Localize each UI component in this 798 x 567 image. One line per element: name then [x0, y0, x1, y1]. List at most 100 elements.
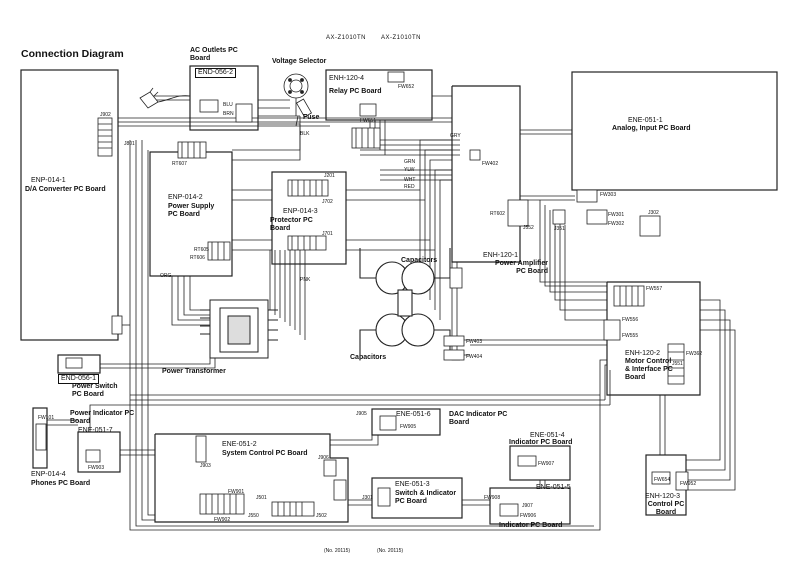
connector-FW404 — [443, 349, 465, 361]
protector-label: Protector PC Board — [270, 217, 313, 232]
connector-FW952 — [675, 471, 689, 491]
connector-label-fw302: FW302 — [608, 221, 625, 227]
ac-plug-symbol — [139, 87, 191, 109]
connector-label-j351: J351 — [554, 226, 565, 232]
power-amplifier-code: ENH-120-1 — [483, 252, 519, 259]
capacitors-bottom-label: Capacitors — [350, 354, 387, 361]
fuse-symbol — [295, 98, 313, 127]
connector-label-fw905: FW905 — [400, 424, 417, 430]
diagram-title: Connection Diagram — [21, 48, 124, 60]
da-converter-label: D/A Converter PC Board — [25, 186, 106, 193]
da-converter-code: ENP-014-1 — [31, 177, 66, 184]
indicator-bottom-board-outline — [489, 487, 571, 525]
dac-indicator-code: ENE-051-6 — [396, 411, 431, 418]
analog-input-code: ENE-051-1 — [628, 117, 663, 124]
connector-J502 — [271, 501, 315, 517]
connector-label-j551: J551 — [672, 361, 683, 367]
connector-FW905 — [379, 415, 397, 431]
fuse-label: Fuse — [303, 114, 320, 121]
connector-J902 — [97, 117, 113, 157]
connector-label-j905: J905 — [356, 411, 367, 417]
capacitors-top-label: Capacitors — [401, 257, 438, 264]
wire-color-label-wht: WHT — [404, 177, 416, 183]
ac-outlets-code: END-056-2 — [195, 68, 237, 78]
protector-board-outline — [271, 171, 347, 265]
connector-label-fw952: FW952 — [680, 481, 697, 487]
analog-input-board-outline — [571, 71, 778, 191]
connector-label-rt607: RT607 — [172, 161, 187, 167]
connector-label-j302: J302 — [648, 210, 659, 216]
voltage-selector-label: Voltage Selector — [272, 58, 327, 65]
connector-label-j550: J550 — [248, 513, 259, 519]
phones-code: ENP-014-4 — [31, 471, 66, 478]
system-control-code: ENE-051-2 — [222, 441, 257, 448]
connector-RT602 — [507, 199, 529, 227]
motor-control-board-outline — [606, 281, 701, 396]
connector-FW101 — [35, 423, 47, 451]
relay-label: Relay PC Board — [329, 88, 382, 95]
connector-label-fw404: FW404 — [466, 354, 483, 360]
power-switch-code: END-056-1 — [58, 374, 100, 384]
wire-color-label-brn: BRN — [223, 111, 234, 117]
indicator-top-label: Indicator PC Board — [509, 439, 573, 446]
connector-label-fw901: FW901 — [228, 489, 245, 495]
connector-label-rt606: RT606 — [190, 255, 205, 261]
switch-indicator-board-outline — [371, 477, 463, 519]
connector-label-j552: J552 — [523, 225, 534, 231]
connector-J903 — [195, 435, 207, 463]
connector-label-j801: J801 — [124, 141, 135, 147]
ac-outlets-board-outline — [189, 65, 259, 131]
connector-label-j201: J201 — [324, 173, 335, 179]
system-control-label: System Control PC Board — [222, 450, 308, 457]
relay-board-outline — [325, 69, 433, 121]
switch-indicator-code: ENE-051-3 — [395, 481, 430, 488]
model-number-left: AX-Z1010TN — [326, 35, 367, 41]
connector-FW901 — [199, 493, 245, 515]
connector-label-j502: J502 — [316, 513, 327, 519]
connector-J906 — [323, 459, 337, 477]
power-indicator-label: Power Indicator PC Board — [70, 410, 135, 425]
connector-label-fw903: FW903 — [88, 465, 105, 471]
connector-label-j906: J906 — [318, 455, 329, 461]
connector-label-fw907: FW907 — [538, 461, 555, 467]
dac-indicator-board-outline — [371, 408, 441, 436]
connector-label-fw101: FW101 — [38, 415, 55, 421]
connector-label-fw301: FW301 — [608, 212, 625, 218]
connector-label-j501: J501 — [256, 495, 267, 501]
connector-J907 — [333, 479, 347, 501]
connector-FW654 — [651, 471, 671, 485]
power-transformer-label: Power Transformer — [162, 368, 226, 375]
connector-label-fw303: FW303 — [600, 192, 617, 198]
connector-FW906 — [499, 503, 519, 517]
da-converter-board-outline — [20, 69, 119, 341]
connector-label-j902: J902 — [100, 112, 111, 118]
connector-FW651 — [359, 103, 377, 117]
connector-RT605 — [207, 241, 231, 261]
connector-label-j903: J903 — [200, 463, 211, 469]
power-supply-label: Power Supply PC Board — [168, 203, 215, 218]
voltage-selector-symbol — [283, 73, 309, 116]
power-indicator-code: ENE-051-7 — [78, 427, 113, 434]
wire-color-label-ylw: YLW — [404, 167, 415, 173]
power-switch-label: Power Switch PC Board — [72, 383, 118, 398]
protector-code: ENP-014-3 — [283, 208, 318, 215]
connector-FW362 — [667, 343, 685, 385]
power-indicator-board-outline — [77, 431, 121, 473]
connector-FW907 — [517, 455, 537, 467]
footer-number-left: (No. 20115) — [324, 548, 351, 554]
connector-label-fw902: FW902 — [214, 517, 231, 523]
connector-J302 — [639, 215, 661, 237]
system-control-board-outline — [154, 433, 349, 523]
motor-control-code: ENH-120-2 — [625, 350, 661, 357]
control-label: Control PC Board — [647, 501, 685, 516]
wire-color-label-pnk: PNK — [300, 277, 311, 283]
connector-FW652 — [387, 71, 405, 83]
connector-label-fw908: FW908 — [484, 495, 501, 501]
wire-color-label-gry: GRY — [450, 133, 461, 139]
wire-color-label-org: ORG — [160, 273, 172, 279]
connector-label-fw362: FW362 — [686, 351, 703, 357]
connector-label-fw652: FW652 — [398, 84, 415, 90]
connector-label-j907: J907 — [522, 503, 533, 509]
